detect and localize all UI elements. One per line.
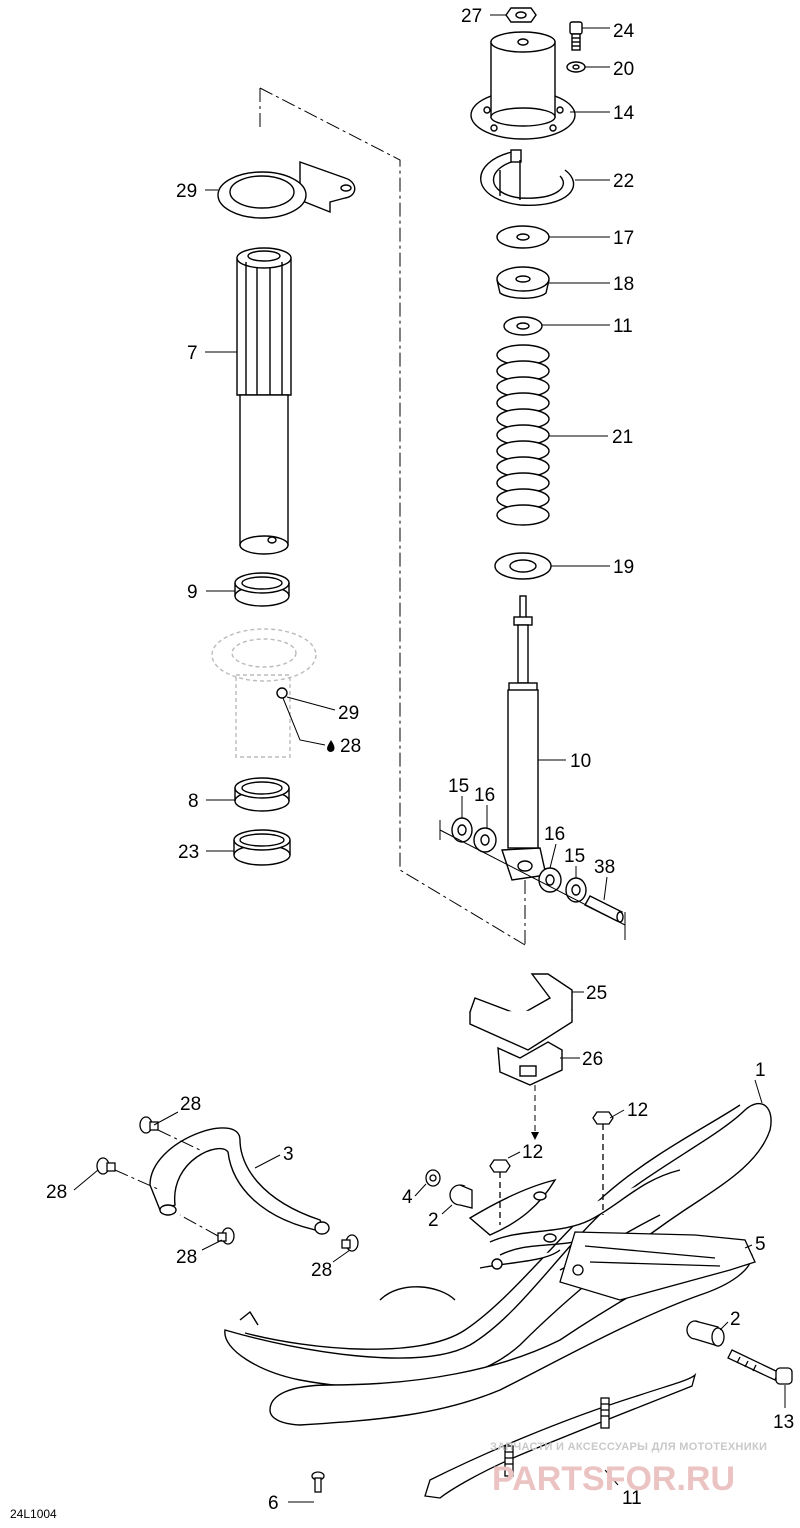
grease-drop-icon <box>327 740 335 752</box>
callout-25: 25 <box>586 983 607 1004</box>
callout-3: 3 <box>283 1144 294 1165</box>
callout-14: 14 <box>613 103 635 124</box>
handle-part-3 <box>149 1127 330 1235</box>
shock-body-part-10 <box>501 595 547 881</box>
callout-labels: 27 24 20 14 22 17 18 11 21 19 10 15 16 1… <box>46 6 794 1514</box>
bushing-part-9 <box>234 572 290 607</box>
callout-29-fitting: 29 <box>338 703 359 724</box>
washer-part-17 <box>496 225 550 249</box>
callout-10: 10 <box>570 751 591 772</box>
figure-code: 24L1004 <box>10 1507 57 1521</box>
callout-28-grease: 28 <box>340 736 361 757</box>
washer-part-19 <box>494 552 552 580</box>
bushing-part-2-upper <box>449 1184 473 1209</box>
callout-19: 19 <box>613 557 634 578</box>
callout-38: 38 <box>594 857 615 878</box>
callout-6: 6 <box>268 1493 279 1514</box>
callout-17: 17 <box>613 228 634 249</box>
callout-7: 7 <box>187 343 198 364</box>
steering-shaft-part-7 <box>236 247 292 555</box>
carbide-runner-part-11 <box>424 1372 697 1499</box>
callout-15-right: 15 <box>564 846 585 867</box>
retaining-ring-part-22 <box>480 149 575 206</box>
watermark-brand: PARTSFOR.RU <box>492 1460 735 1498</box>
callout-8: 8 <box>188 791 199 812</box>
callout-15-left: 15 <box>448 776 469 797</box>
callout-21: 21 <box>612 427 633 448</box>
callout-18: 18 <box>613 274 634 295</box>
nut-part-27 <box>505 7 537 23</box>
callout-28-left: 28 <box>46 1182 67 1203</box>
pad-bracket-part-26 <box>497 1041 563 1086</box>
spring-part-21 <box>496 344 550 526</box>
nut-part-4 <box>425 1169 441 1187</box>
callout-16-right: 16 <box>544 824 565 845</box>
callout-13: 13 <box>773 1412 794 1433</box>
callout-9: 9 <box>187 582 198 603</box>
callout-22: 22 <box>613 171 634 192</box>
callout-11-upper: 11 <box>613 316 633 337</box>
watermark-tagline: ЗАПЧАСТИ И АКСЕССУАРЫ ДЛЯ МОТОТЕХНИКИ <box>490 1441 767 1453</box>
fasteners-part-28 <box>96 1116 359 1252</box>
nuts-part-12 <box>489 1111 614 1225</box>
lock-washer-part-20 <box>566 61 586 73</box>
handle-guide-lines <box>114 1129 219 1237</box>
bolt-part-13 <box>727 1349 793 1385</box>
watermark: ЗАПЧАСТИ И АКСЕССУАРЫ ДЛЯ МОТОТЕХНИКИ PA… <box>490 1441 767 1498</box>
callout-12-center: 12 <box>522 1142 543 1163</box>
callout-16-left: 16 <box>474 785 495 806</box>
callout-11-lower: 11 <box>622 1488 642 1509</box>
bolt-part-24 <box>569 21 583 51</box>
callout-2-upper: 2 <box>428 1210 439 1231</box>
bushing-part-2-lower <box>686 1320 725 1347</box>
callout-27: 27 <box>461 6 482 27</box>
grease-fitting-part-29 <box>276 687 288 699</box>
shock-absorber-assembly <box>439 7 626 940</box>
callout-1: 1 <box>755 1060 766 1081</box>
top-cup-part-14 <box>470 31 576 140</box>
wear-pad-part-25 <box>469 973 573 1051</box>
screw-part-6 <box>311 1471 325 1493</box>
callout-23: 23 <box>178 842 199 863</box>
runner-part-5 <box>559 1231 756 1301</box>
callout-24: 24 <box>613 21 635 42</box>
spring-seat-part-18 <box>496 266 550 299</box>
bushing-part-8 <box>234 777 290 812</box>
callout-28-top: 28 <box>180 1094 201 1115</box>
callout-29-bracket: 29 <box>176 181 197 202</box>
callout-26: 26 <box>582 1049 603 1070</box>
callout-28-bottom-left: 28 <box>176 1247 197 1268</box>
leader-lines <box>73 14 786 1503</box>
callout-28-bottom-right: 28 <box>311 1260 332 1281</box>
bushing-part-23 <box>233 829 291 866</box>
bracket-part-29 <box>217 161 356 219</box>
callout-2-lower: 2 <box>730 1309 741 1330</box>
callout-4: 4 <box>402 1187 413 1208</box>
washer-part-11-upper <box>503 316 543 336</box>
callout-5: 5 <box>755 1234 766 1255</box>
callout-12-right: 12 <box>627 1100 648 1121</box>
callout-20: 20 <box>613 59 634 80</box>
